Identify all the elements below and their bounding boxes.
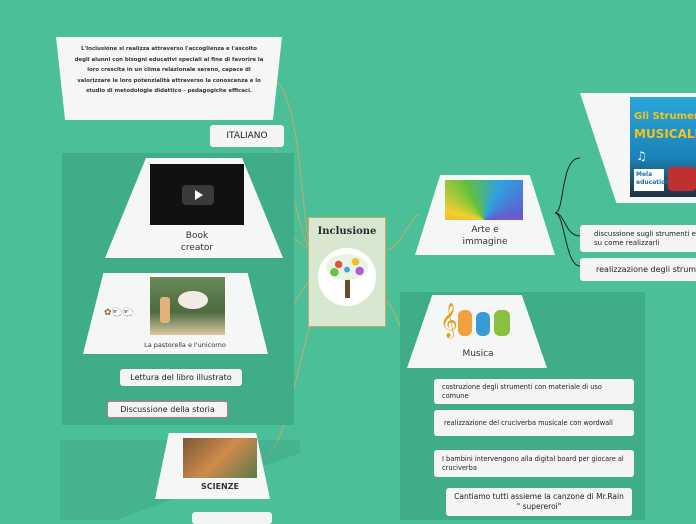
intro-text: L'Inclusione si realizza attraverso l'ac… xyxy=(74,46,264,94)
tree-logo xyxy=(318,248,376,306)
drum-shape xyxy=(668,167,696,191)
musica-image: 𝄞 xyxy=(440,300,516,344)
central-title: Inclusione xyxy=(317,226,377,237)
central-node[interactable]: Inclusione xyxy=(308,217,386,327)
music-note-icon: ♫ xyxy=(636,149,647,163)
strumenti-image: Gli Strumenti MUSICALI ♫ Mela educationa… xyxy=(630,97,696,197)
shepherdess-shape xyxy=(160,297,170,323)
strumenti-title-1: Gli Strumenti xyxy=(634,111,696,122)
musica-label: Musica xyxy=(462,349,494,359)
musica-item-1-label: costruzione degli strumenti con material… xyxy=(442,382,602,400)
pastorella-label: La pastorella e l'unicorno xyxy=(144,341,226,349)
child-figure-3 xyxy=(494,310,510,336)
video-thumbnail[interactable] xyxy=(150,164,244,225)
cantiamo-label: Cantiamo tutti assieme la canzone di Mr.… xyxy=(454,492,624,511)
animal-icons: ✿🐑🐑 xyxy=(104,308,134,318)
play-button[interactable] xyxy=(182,185,214,205)
unicorn-illustration xyxy=(150,277,225,335)
strumenti-title-2: MUSICALI xyxy=(634,127,696,141)
tree-trunk xyxy=(345,276,350,298)
cantiamo-node[interactable]: Cantiamo tutti assieme la canzone di Mr.… xyxy=(446,488,632,516)
colored-pencils-image xyxy=(445,180,523,220)
book-creator-label: Book creator xyxy=(180,231,214,253)
tree-crown xyxy=(326,254,368,280)
play-icon xyxy=(195,190,203,200)
musica-item-2[interactable]: realizzazione del cruciverba musicale co… xyxy=(434,410,634,436)
scienze-image xyxy=(183,438,257,478)
arte-label: Arte e immagine xyxy=(462,225,508,247)
mela-logo: Mela educational xyxy=(634,169,676,191)
italiano-node[interactable]: ITALIANO xyxy=(210,125,284,147)
realizzazione-strumenti-label: realizzazione degli strumenti xyxy=(596,265,696,274)
lettura-node[interactable]: Lettura del libro illustrato xyxy=(120,369,242,386)
child-figure-2 xyxy=(476,312,490,336)
discussione-storia-node[interactable]: Discussione della storia xyxy=(107,401,228,418)
scienze-item-partial[interactable] xyxy=(192,512,272,524)
discussione-storia-label: Discussione della storia xyxy=(120,405,215,414)
musica-item-3[interactable]: I bambini intervengono alla digital boar… xyxy=(434,450,634,477)
discussione-strumenti-label: discussione sugli strumenti e su come re… xyxy=(594,229,696,247)
realizzazione-strumenti-node[interactable]: realizzazione degli strumenti xyxy=(580,258,696,281)
discussione-strumenti-node[interactable]: discussione sugli strumenti e su come re… xyxy=(580,225,696,252)
intro-box[interactable] xyxy=(56,37,282,120)
scienze-label: SCIENZE xyxy=(200,482,240,491)
lettura-label: Lettura del libro illustrato xyxy=(130,373,232,382)
unicorn-shape xyxy=(178,291,208,309)
treble-clef-icon: 𝄞 xyxy=(440,303,458,338)
child-figure-1 xyxy=(458,310,472,336)
musica-item-2-label: realizzazione del cruciverba musicale co… xyxy=(444,418,613,427)
musica-item-1[interactable]: costruzione degli strumenti con material… xyxy=(434,379,634,404)
italiano-label: ITALIANO xyxy=(226,131,268,141)
musica-item-3-label: I bambini intervengono alla digital boar… xyxy=(442,454,624,472)
